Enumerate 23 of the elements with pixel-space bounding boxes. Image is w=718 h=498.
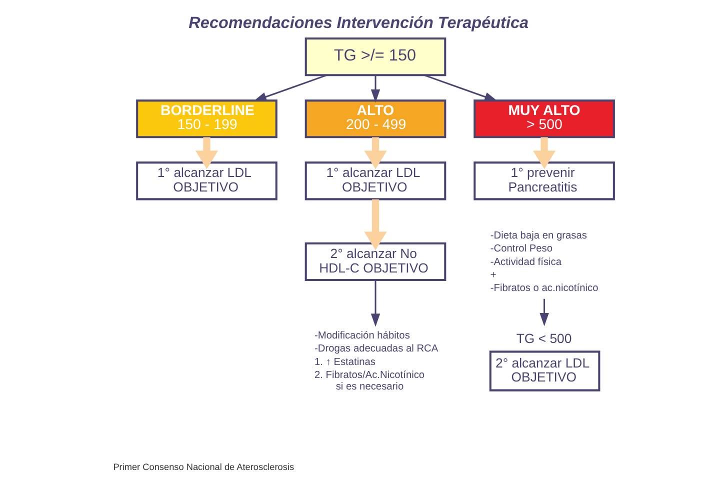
arrow <box>364 137 386 170</box>
arrow <box>194 137 218 170</box>
arrow <box>370 280 380 327</box>
node-box: MUY ALTO > 500 <box>473 100 614 138</box>
node-box: 1° alcanzar LDL OBJETIVO <box>136 162 277 200</box>
node-box: BORDERLINE 150 - 199 <box>136 100 277 138</box>
node-text: -Dieta baja en grasas -Control Peso -Actividad física + -Fibratos o ac.nicotínico <box>490 230 598 294</box>
node-box: 2° alcanzar LDL OBJETIVO <box>488 350 600 392</box>
node-text: -Modificación hábitos -Drogas adecuadas al RCA 1. ↑ Estatinas 2. Fibratos/Ac.Nicotínico si es necesario <box>314 330 438 392</box>
node-box: 1° alcanzar LDL OBJETIVO <box>304 162 446 200</box>
arrow <box>424 74 498 102</box>
arrow <box>532 137 556 170</box>
node-box: 1° prevenir Pancreatitis <box>473 162 614 200</box>
node-box: TG >/= 150 <box>304 38 446 76</box>
arrow <box>252 74 326 102</box>
diagram-title: Recomendaciones Intervención Terapéutica <box>188 14 528 32</box>
arrow <box>539 298 548 326</box>
arrow <box>370 75 380 103</box>
arrow <box>364 199 386 250</box>
label: Primer Consenso Nacional de Aterosclerosis <box>112 462 294 472</box>
node-box: 2° alcanzar No HDL-C OBJETIVO <box>304 242 446 282</box>
node-box: ALTO 200 - 499 <box>304 100 446 138</box>
node-label: TG < 500 <box>516 330 572 346</box>
